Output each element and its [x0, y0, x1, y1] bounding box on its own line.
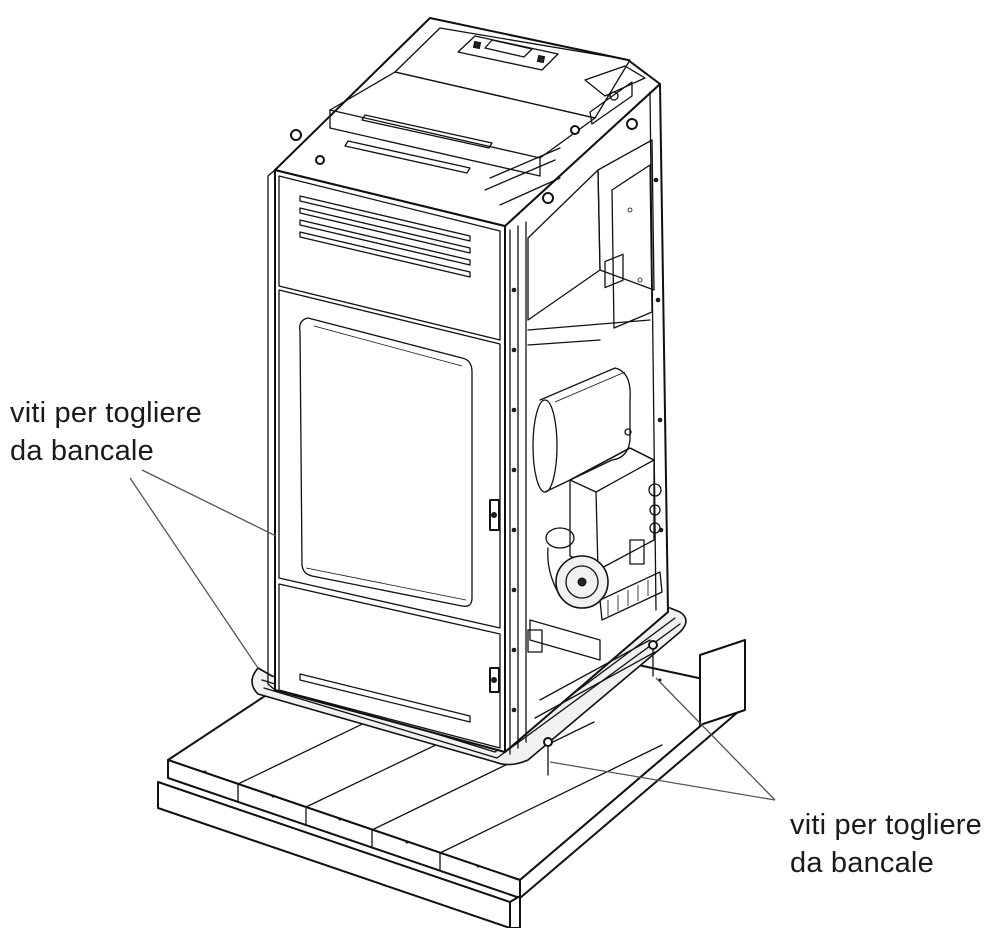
- callout-left-line-1: viti per togliere: [10, 397, 202, 429]
- leader-lines-left: [129, 469, 277, 669]
- callout-right-line-1: viti per togliere: [790, 809, 982, 841]
- stove-body: [267, 17, 669, 755]
- callout-label-right: viti per togliere da bancale: [790, 806, 982, 882]
- leader-lines-right: [549, 677, 776, 801]
- callout-left-line-2: da bancale: [10, 435, 154, 467]
- callout-right-line-2: da bancale: [790, 847, 934, 879]
- callout-label-left: viti per togliere da bancale: [10, 394, 202, 470]
